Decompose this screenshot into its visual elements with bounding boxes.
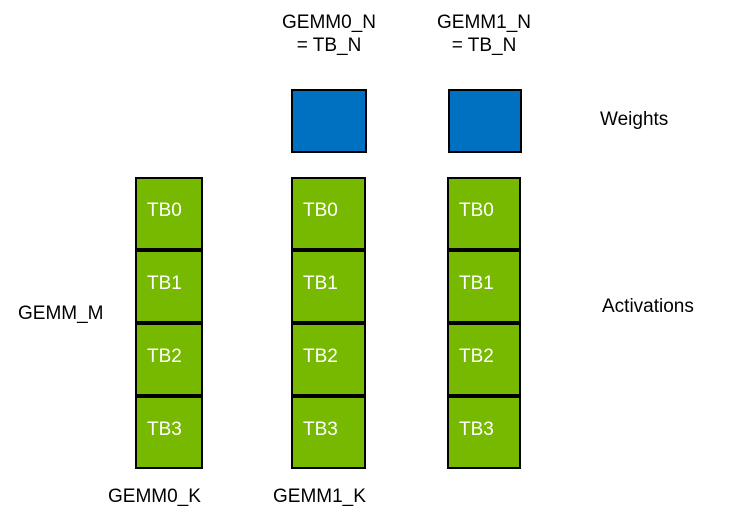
tb-cell-label: TB1 bbox=[147, 272, 182, 294]
tb-cell: TB1 bbox=[447, 250, 521, 323]
tb-cell: TB2 bbox=[291, 323, 366, 396]
tb-cell-label: TB2 bbox=[459, 345, 494, 367]
tb-cell: TB3 bbox=[447, 396, 521, 469]
tb-cell-label: TB0 bbox=[303, 199, 338, 221]
label-activations: Activations bbox=[602, 296, 694, 317]
activations-column-gemm-m: TB0 TB1 TB2 TB3 bbox=[135, 177, 203, 469]
tb-cell: TB3 bbox=[291, 396, 366, 469]
activations-column-gemm1-k: TB0 TB1 TB2 TB3 bbox=[447, 177, 521, 469]
tb-cell-label: TB2 bbox=[303, 345, 338, 367]
tb-cell-label: TB0 bbox=[147, 199, 182, 221]
tb-cell-label: TB3 bbox=[147, 418, 182, 440]
label-gemm0-n-line1: GEMM0_N bbox=[282, 12, 376, 33]
activations-column-gemm0-k: TB0 TB1 TB2 TB3 bbox=[291, 177, 366, 469]
label-gemm1-k: GEMM1_K bbox=[273, 486, 366, 507]
tb-cell: TB0 bbox=[291, 177, 366, 250]
tb-cell: TB0 bbox=[447, 177, 521, 250]
label-gemm-m: GEMM_M bbox=[18, 303, 104, 324]
label-gemm1-n-line1: GEMM1_N bbox=[437, 12, 531, 33]
tb-cell: TB1 bbox=[291, 250, 366, 323]
tb-cell: TB0 bbox=[135, 177, 203, 250]
label-gemm0-n: GEMM0_N = TB_N bbox=[254, 11, 404, 57]
label-gemm0-n-line2: = TB_N bbox=[296, 35, 362, 56]
label-gemm1-n-line2: = TB_N bbox=[451, 35, 517, 56]
tb-cell-label: TB1 bbox=[303, 272, 338, 294]
tb-cell-label: TB3 bbox=[303, 418, 338, 440]
tb-cell: TB2 bbox=[447, 323, 521, 396]
label-weights: Weights bbox=[600, 109, 669, 130]
tb-cell-label: TB0 bbox=[459, 199, 494, 221]
weights-tile-gemm0 bbox=[291, 89, 367, 153]
label-gemm1-n: GEMM1_N = TB_N bbox=[409, 11, 559, 57]
label-gemm0-k: GEMM0_K bbox=[108, 486, 201, 507]
tb-cell: TB3 bbox=[135, 396, 203, 469]
tb-cell-label: TB3 bbox=[459, 418, 494, 440]
tb-cell-label: TB1 bbox=[459, 272, 494, 294]
weights-tile-gemm1 bbox=[448, 89, 522, 153]
tb-cell: TB2 bbox=[135, 323, 203, 396]
tb-cell-label: TB2 bbox=[147, 345, 182, 367]
tb-cell: TB1 bbox=[135, 250, 203, 323]
